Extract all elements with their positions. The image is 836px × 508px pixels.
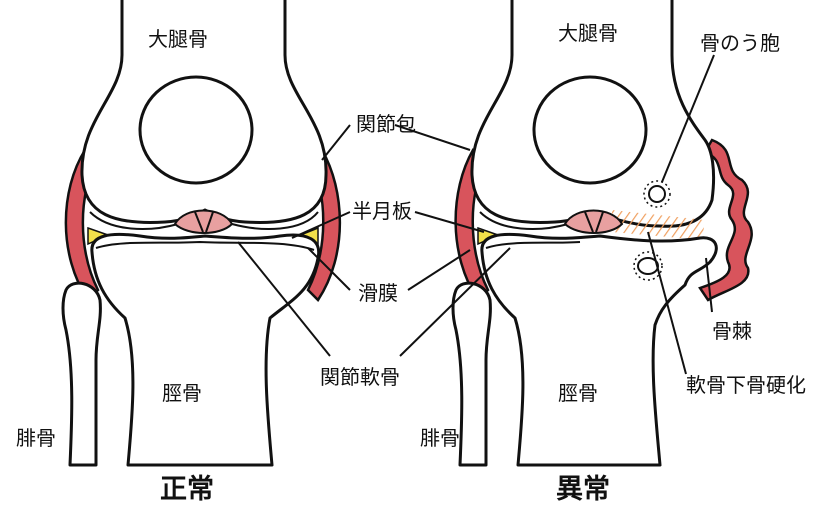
label-femur-normal: 大腿骨 xyxy=(148,27,208,51)
label-bone-cyst: 骨のう胞 xyxy=(700,31,780,55)
label-fibula-normal: 腓骨 xyxy=(16,426,56,450)
label-tibia-abnormal: 脛骨 xyxy=(558,381,598,405)
fibula-normal xyxy=(63,283,100,465)
label-tibia-normal: 脛骨 xyxy=(162,381,202,405)
label-meniscus: 半月板 xyxy=(352,199,412,223)
label-fibula-abnormal: 腓骨 xyxy=(420,426,460,450)
label-joint-capsule: 関節包 xyxy=(356,112,416,136)
tibia-normal xyxy=(92,234,319,465)
label-osteophyte: 骨棘 xyxy=(712,319,752,343)
tibia-abnormal xyxy=(482,234,716,465)
label-articular-cartilage: 関節軟骨 xyxy=(320,365,400,389)
caption-abnormal: 異常 xyxy=(556,474,610,505)
label-synovium: 滑膜 xyxy=(358,281,398,305)
label-femur-abnormal: 大腿骨 xyxy=(558,21,618,45)
femur-marrow-abnormal xyxy=(534,77,646,183)
label-subchondral-sclerosis: 軟骨下骨硬化 xyxy=(686,373,806,397)
femur-marrow-normal xyxy=(140,77,252,183)
caption-normal: 正常 xyxy=(160,474,214,505)
